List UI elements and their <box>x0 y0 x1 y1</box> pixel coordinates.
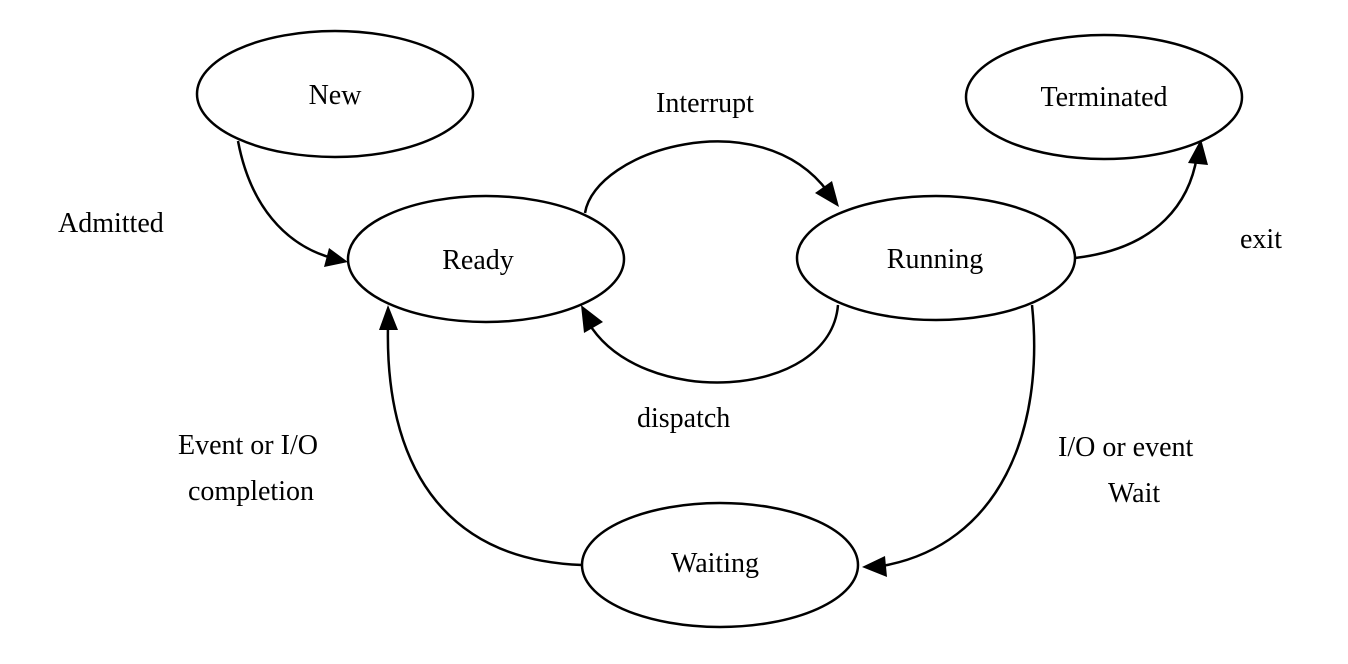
state-ready: Ready <box>346 194 626 324</box>
label-io-completion-line2: completion <box>188 476 314 507</box>
label-admitted: Admitted <box>58 208 164 239</box>
label-exit: exit <box>1240 224 1282 255</box>
label-io-wait-line1: I/O or event <box>1058 432 1194 463</box>
edge-admitted <box>236 140 348 267</box>
label-io-wait-line2: Wait <box>1108 478 1160 509</box>
edge-dispatch-arrowhead <box>581 305 603 333</box>
edge-exit-arrowhead <box>1188 139 1208 165</box>
edge-io-completion-arrowhead <box>379 305 398 330</box>
state-new-label: New <box>309 80 363 111</box>
edge-dispatch <box>581 304 840 384</box>
state-terminated-label: Terminated <box>1040 82 1167 113</box>
edge-interrupt-arrowhead <box>815 181 839 207</box>
state-waiting-label: Waiting <box>671 548 759 579</box>
edge-io-completion <box>379 305 583 567</box>
edge-io-wait-arrowhead <box>862 556 887 577</box>
edge-exit <box>1074 139 1208 260</box>
edge-interrupt <box>583 140 839 214</box>
state-new: New <box>195 29 475 159</box>
label-dispatch: dispatch <box>637 403 730 434</box>
state-terminated: Terminated <box>964 33 1244 161</box>
state-running: Running <box>795 194 1077 322</box>
state-ready-label: Ready <box>442 245 514 276</box>
edge-admitted-arrowhead <box>324 248 348 267</box>
label-interrupt: Interrupt <box>656 88 754 119</box>
state-waiting: Waiting <box>580 501 860 629</box>
edge-io-wait <box>862 304 1036 577</box>
label-io-completion-line1: Event or I/O <box>178 430 318 461</box>
state-running-label: Running <box>887 244 983 275</box>
